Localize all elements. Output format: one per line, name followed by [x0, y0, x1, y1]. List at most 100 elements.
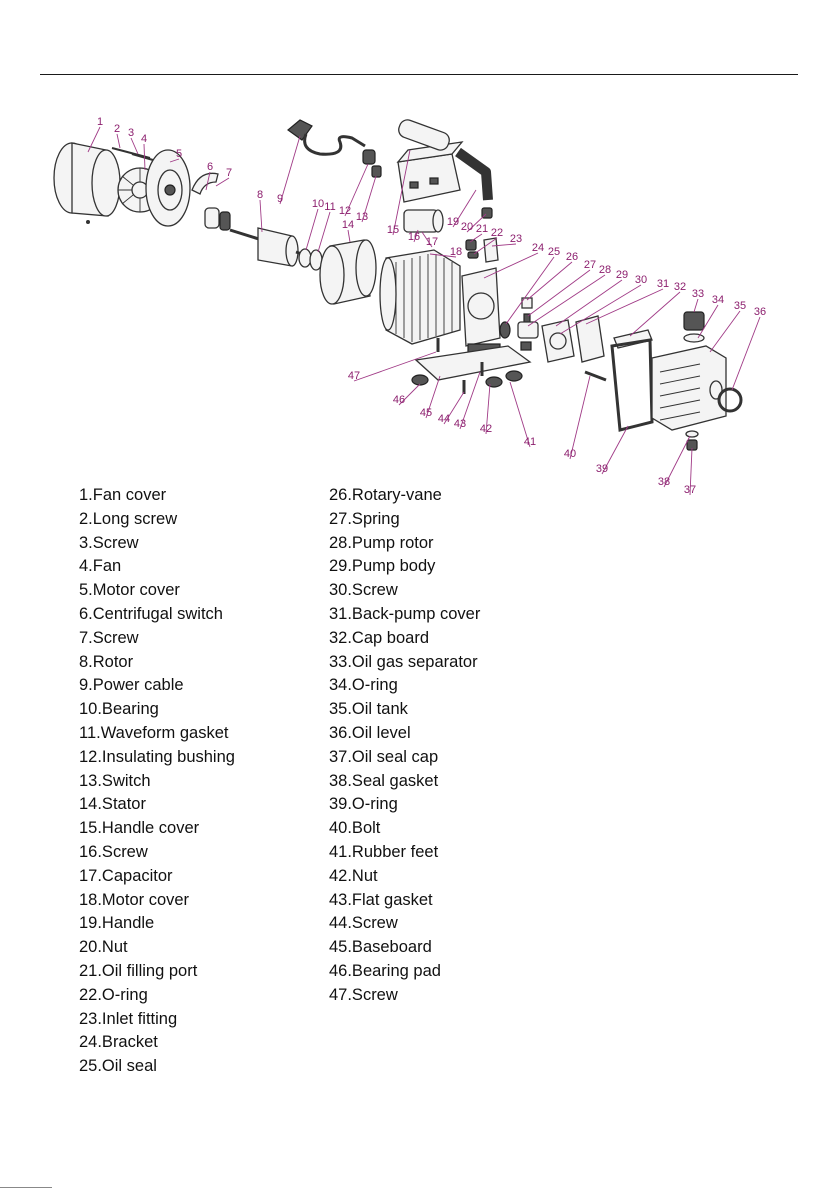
legend-item: 31.Back-pump cover: [329, 604, 481, 623]
pump-body-part: [541, 319, 575, 363]
callout-leader-line: [585, 288, 664, 325]
legend-item: 26.Rotary-vane: [329, 486, 442, 504]
callout-leader-line: [689, 447, 693, 496]
callout-leader-line: [569, 375, 591, 460]
legend-item: 21.Oil filling port: [79, 961, 198, 980]
callout-number: 27: [584, 259, 596, 271]
legend-item: 44.Screw: [329, 914, 398, 933]
callout-number: 36: [754, 306, 766, 318]
back-pump-cover-part: [575, 315, 605, 363]
callout-number: 22: [491, 227, 503, 239]
legend-item: 34.O-ring: [329, 676, 398, 695]
legend-item: 47.Screw: [329, 985, 398, 1004]
legend-item: 35.Oil tank: [329, 700, 408, 719]
legend-item: 12.Insulating bushing: [79, 747, 235, 766]
callout-leader-line: [429, 253, 457, 258]
legend-item: 11.Waveform gasket: [79, 723, 229, 742]
callout-leader-line: [559, 284, 642, 335]
legend-item: 24.Bracket: [79, 1033, 158, 1052]
capacitor-part: [403, 209, 444, 233]
page-corner-mark: [0, 1187, 52, 1192]
stator-part: [319, 239, 377, 305]
callout-number: 43: [454, 418, 466, 430]
handle-grip-part: [398, 119, 450, 151]
callout-number: 16: [408, 231, 420, 243]
power-cable-part: [287, 119, 366, 156]
callout-number: 5: [176, 148, 182, 160]
pump-rotor-part: [517, 321, 539, 351]
callout-number: 42: [480, 423, 492, 435]
callout-number: 12: [339, 205, 351, 217]
callout-leader-line: [526, 261, 573, 301]
centrifugal-switch-part: [191, 172, 219, 195]
callout-leader-line: [259, 199, 263, 233]
legend-item: 1.Fan cover: [79, 486, 167, 504]
callout-leader-line: [505, 256, 555, 325]
callout-leader-line: [527, 274, 606, 327]
callout-number: 6: [207, 161, 213, 173]
callout-leader-line: [629, 291, 681, 337]
callout-number: 35: [734, 300, 746, 312]
callout-leader-line: [87, 126, 101, 153]
callout-leader-line: [527, 269, 591, 317]
legend-item: 39.O-ring: [329, 795, 398, 814]
callout-number: 29: [616, 269, 628, 281]
bearing-part: [298, 248, 312, 268]
callout-leader-line: [731, 316, 761, 391]
oil-seal-part: [499, 321, 511, 339]
legend-item: 28.Pump rotor: [329, 533, 434, 552]
callout-number: 20: [461, 221, 473, 233]
callout-number: 47: [348, 370, 360, 382]
legend-item: 2.Long screw: [79, 509, 178, 528]
callout-leader-line: [116, 133, 121, 149]
legend-item: 16.Screw: [79, 842, 148, 861]
o-ring-part: [467, 251, 479, 259]
switch-part: [371, 165, 382, 178]
legend-item: 29.Pump body: [329, 557, 436, 576]
insulating-bushing-part: [362, 149, 376, 165]
oil-filling-port-part: [465, 239, 477, 251]
callout-number: 24: [532, 242, 544, 254]
legend-item: 40.Bolt: [329, 819, 381, 838]
callout-leader-line: [279, 135, 301, 205]
legend-item: 32.Cap board: [329, 628, 429, 647]
callout-leader-line: [215, 177, 230, 187]
callout-number: 4: [141, 133, 147, 145]
callout-number: 9: [277, 193, 283, 205]
legend-item: 9.Power cable: [79, 676, 184, 695]
legend-item: 46.Bearing pad: [329, 961, 441, 980]
legend-item: 4.Fan: [79, 557, 122, 576]
callout-number: 41: [524, 436, 536, 448]
header-rule: [40, 74, 798, 75]
callout-number: 34: [712, 294, 724, 306]
handle-cover-part: [396, 141, 464, 203]
callout-leader-line: [469, 233, 483, 243]
legend-item: 8.Rotor: [79, 652, 134, 671]
callout-number: 25: [548, 246, 560, 258]
callout-number: 10: [312, 198, 324, 210]
inlet-fitting-part: [483, 237, 499, 263]
legend-item: 3.Screw: [79, 533, 139, 552]
callout-number: 45: [420, 407, 432, 419]
callout-leader-line: [398, 383, 421, 406]
legend-item: 43.Flat gasket: [329, 890, 433, 909]
callout-leader-line: [452, 189, 477, 228]
oil-tank-part: [651, 345, 727, 431]
legend-item: 42.Nut: [329, 866, 378, 885]
callout-number: 23: [510, 233, 522, 245]
callout-leader-line: [344, 163, 369, 217]
callout-leader-line: [466, 213, 487, 233]
callout-number: 21: [476, 223, 488, 235]
screws-part: [436, 338, 484, 394]
callout-number: 11: [324, 201, 335, 213]
callout-number: 33: [692, 288, 704, 300]
legend-item: 23.Inlet fitting: [79, 1009, 178, 1028]
callout-leader-line: [169, 158, 180, 163]
callout-leader-line: [459, 371, 481, 430]
callout-leader-line: [421, 231, 433, 248]
motor-cover-part: [145, 149, 191, 227]
motor-housing-part: [379, 249, 461, 345]
callout-leader-line: [413, 229, 419, 243]
